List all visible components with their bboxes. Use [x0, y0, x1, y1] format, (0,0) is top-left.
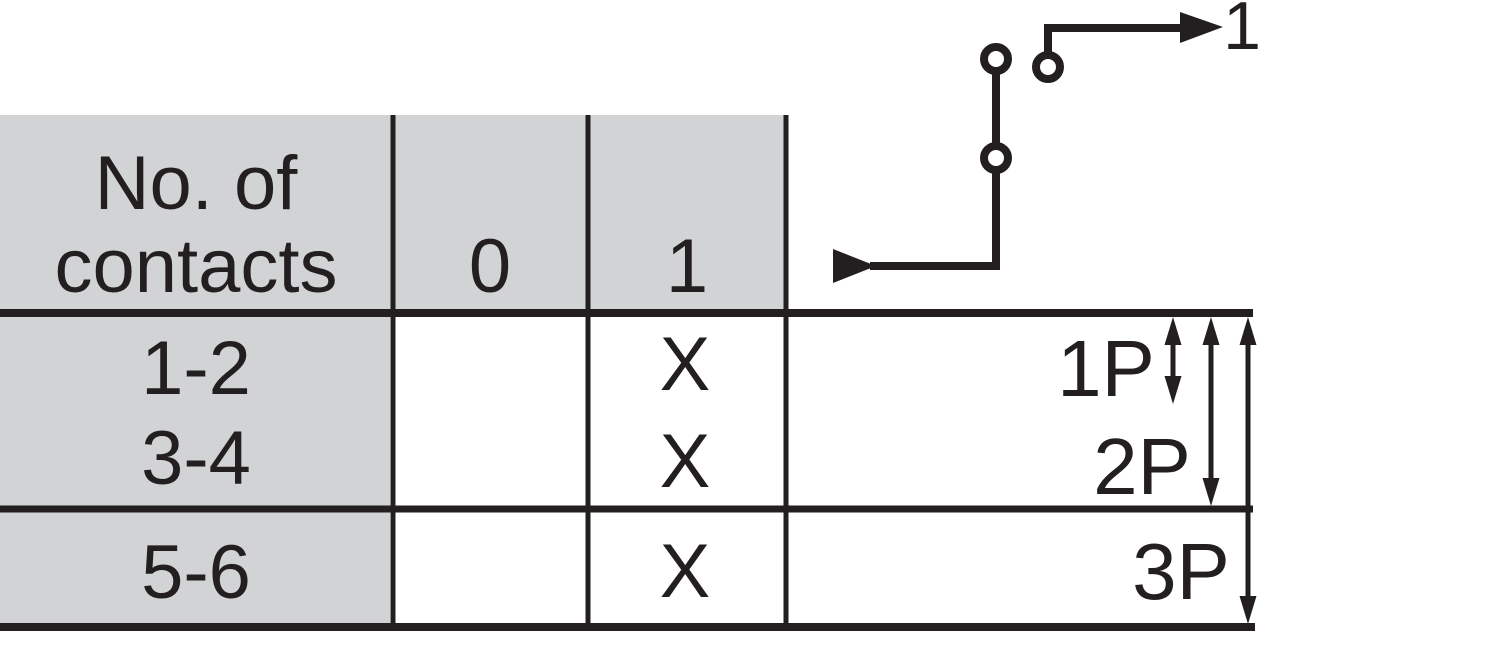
pole-label-3p: 3P [1132, 527, 1230, 616]
contacts-column-background [0, 313, 390, 627]
contact-terminal-circle [980, 43, 1012, 75]
row-contacts-label: 5-6 [141, 530, 251, 615]
arrow-down-icon [1202, 478, 1220, 506]
pole-label-2p: 2P [1093, 422, 1191, 511]
position-1-wire [1044, 24, 1180, 53]
contact-terminal-circle [980, 142, 1012, 174]
header-contacts-line1: No. of [95, 141, 299, 226]
common-terminal-wire [870, 172, 1000, 270]
position-1-arrow-icon [1180, 12, 1223, 43]
header-position-1: 1 [666, 224, 708, 309]
common-terminal-arrow-icon [833, 249, 876, 283]
pole-span-2p: 2P [1093, 317, 1220, 511]
row-contacts-label: 1-2 [141, 326, 251, 411]
arrow-up-icon [1164, 317, 1182, 345]
switch-symbol: 1 [833, 0, 1261, 283]
arrow-up-icon [1202, 317, 1220, 345]
header-contacts-line2: contacts [54, 224, 337, 309]
pole-span-3p: 3P [1132, 317, 1257, 624]
arrow-down-icon [1239, 596, 1257, 624]
contact-closed-mark: X [660, 322, 711, 407]
arrow-up-icon [1239, 317, 1257, 345]
contact-terminal-circle [1032, 51, 1064, 83]
contact-closed-mark: X [660, 419, 711, 504]
terminal-1-label: 1 [1223, 0, 1261, 64]
arrow-down-icon [1164, 376, 1182, 404]
contact-closed-mark: X [660, 529, 711, 614]
row-contacts-label: 3-4 [141, 416, 251, 501]
pole-span-1p: 1P [1057, 317, 1182, 413]
header-position-0: 0 [469, 224, 511, 309]
pole-label-1p: 1P [1057, 324, 1155, 413]
